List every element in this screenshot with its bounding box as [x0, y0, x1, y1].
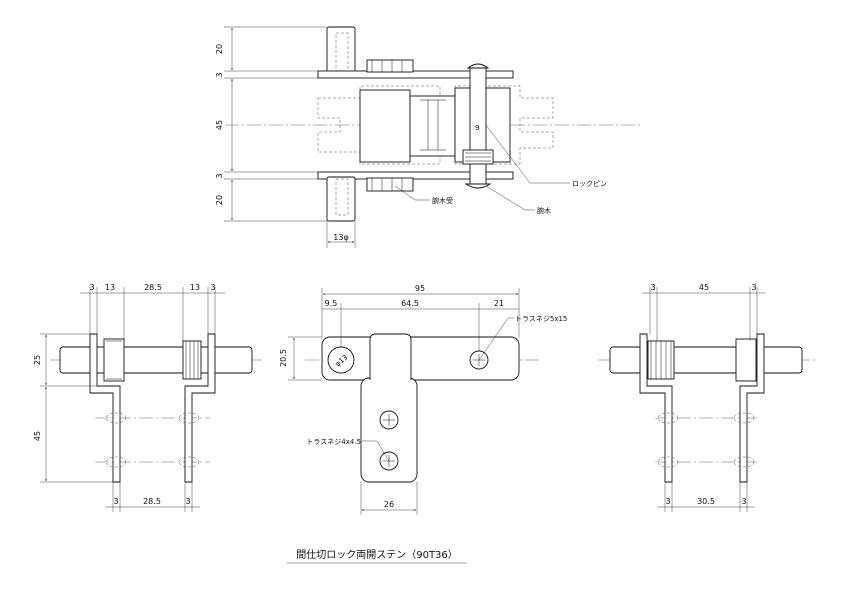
dim-label: 21: [494, 299, 504, 308]
screw-cross: [383, 414, 395, 426]
label-pivot-receiver: 腕木受: [432, 196, 453, 205]
middle-view: φ13 95 9.5 64.5 21 20.5 26 トラスネジ5x15 トラス…: [279, 284, 567, 515]
bushing-left: [103, 338, 125, 382]
label-screw-top: トラスネジ5x15: [515, 315, 567, 323]
dim-label: 13: [190, 283, 200, 292]
dim-label: 64.5: [401, 299, 419, 308]
shaft: [59, 346, 253, 374]
pivot-receiver-top: [366, 59, 414, 73]
bushing-right: [735, 338, 757, 382]
screw-outline: [657, 456, 679, 468]
dim-label: 9.5: [325, 299, 338, 308]
dim-label: 45: [699, 283, 709, 292]
label-lock-pin: ロックピン: [572, 180, 607, 188]
left-view: 3 13 28.5 13 3 25 45 3 28.5 3: [33, 283, 265, 512]
dim-label: 13: [105, 283, 115, 292]
dim-label: 3: [113, 497, 118, 506]
upper-bracket: [326, 26, 356, 74]
dim-label: 20: [215, 44, 224, 54]
pin-head-bottom: [464, 183, 492, 189]
dim-label: 3: [215, 173, 224, 178]
dim-label: 3: [210, 283, 215, 292]
shaft: [609, 346, 803, 374]
dim-label: 28.5: [144, 283, 162, 292]
gasket: [420, 99, 446, 151]
dim-label: 26: [384, 500, 394, 509]
drawing-title: 間仕切ロック両開ステン（90T36）: [296, 548, 458, 561]
dim-label: 3: [751, 283, 756, 292]
screw-outline: [733, 456, 755, 468]
dim-label: 25: [33, 355, 42, 365]
right-view: 3 45 3 3 30.5 3: [598, 283, 818, 512]
dim-label: 28.5: [143, 497, 161, 506]
dim-label: 95: [415, 284, 425, 293]
label-screw-mid: トラスネジ4x4.5: [306, 438, 361, 446]
top-view: 9 ロックピン 腕木受 腕木 20 3 45 3 20 13φ: [215, 26, 640, 248]
receiver-tab: [369, 333, 412, 380]
dim-label: 13φ: [333, 233, 348, 242]
screw-outline: [733, 412, 755, 424]
dim-label: 3: [665, 497, 670, 506]
upper-plate: [317, 70, 514, 79]
leader-screw-top: [478, 317, 514, 361]
screw-outline: [178, 412, 200, 424]
profile-left: [359, 89, 411, 163]
spring-coils: [185, 341, 199, 379]
dim-label: 3: [89, 283, 94, 292]
lower-bracket: [326, 176, 356, 222]
screw-outline: [105, 412, 127, 424]
leader-pivot-arm: [485, 185, 535, 211]
spring-right: [182, 340, 202, 380]
screw-outline: [178, 456, 200, 468]
lower-plate: [317, 171, 514, 180]
pin-head-top: [466, 63, 490, 69]
spring-coils: [465, 152, 491, 162]
slot-outline: [335, 178, 349, 216]
dim-label: 20.5: [279, 349, 288, 367]
dim-label: 3: [185, 497, 190, 506]
dim-label: 3: [215, 72, 224, 77]
dim-label: 30.5: [697, 497, 715, 506]
dim-label: 45: [33, 431, 42, 441]
screw-outline: [657, 412, 679, 424]
bushing-edge: [106, 340, 122, 380]
receiver-ribs: [371, 60, 403, 191]
dim-label: 3: [741, 497, 746, 506]
leader-screw-mid: [362, 440, 390, 462]
screw-outline: [105, 456, 127, 468]
dim-label: 45: [215, 120, 224, 130]
label-pivot-arm: 腕木: [537, 206, 551, 215]
dim-label: 20: [215, 195, 224, 205]
dim-label: 3: [650, 283, 655, 292]
profile-center: [409, 95, 456, 157]
leader-pivot-receiver: [394, 185, 430, 201]
leader-lock-pin: [485, 124, 570, 184]
spring-coils: [650, 341, 672, 379]
dim-inner: 9: [475, 124, 479, 132]
pivot-receiver-bottom: [366, 177, 414, 192]
